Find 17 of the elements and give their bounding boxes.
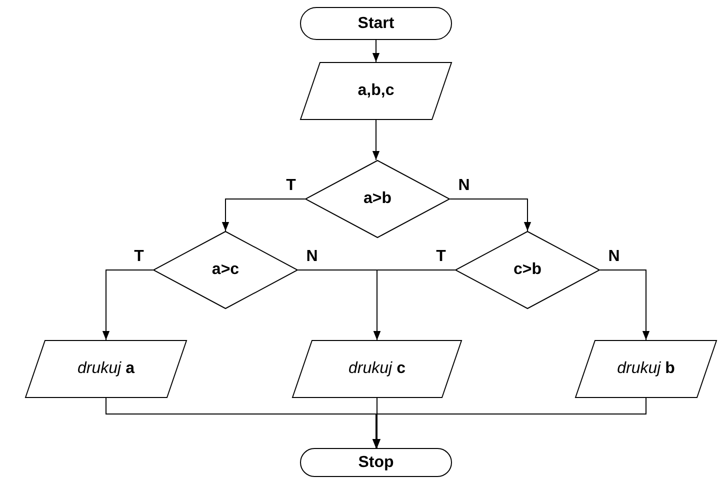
arrow [373,270,456,340]
arrow [372,120,380,160]
arrow [372,40,380,62]
node-label: a,b,c [358,82,394,100]
node-label: drukuj b [617,360,675,378]
arrow [222,198,306,232]
node-label: a>b [364,190,392,208]
node-label: drukuj a [78,360,134,378]
arrow [600,270,650,340]
node-label: Stop [358,454,394,472]
node-label: drukuj c [348,360,406,378]
arrow [372,398,646,448]
node-label: c>b [514,261,542,279]
node-label: Start [358,14,394,32]
arrow [450,198,532,232]
node-label: a>c [212,261,240,279]
arrow [102,270,154,340]
